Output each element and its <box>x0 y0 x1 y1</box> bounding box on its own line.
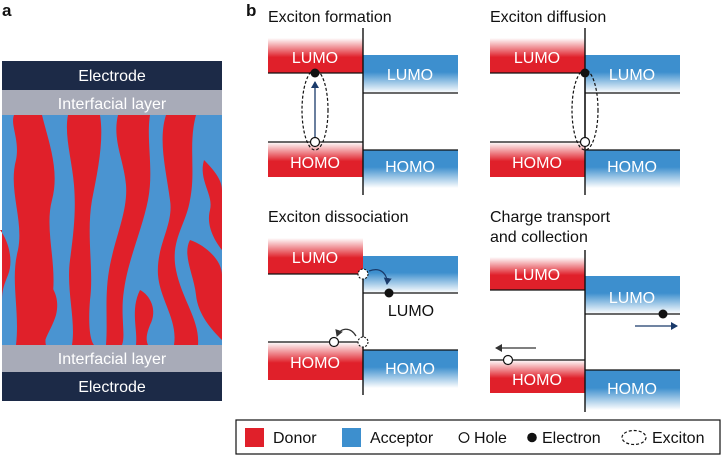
step-title: Exciton dissociation <box>268 209 409 226</box>
donor-domains <box>0 115 222 345</box>
donor-lumo-band <box>268 238 363 274</box>
electron <box>384 288 394 298</box>
donor-domain <box>187 240 222 340</box>
svg-text:LUMO: LUMO <box>514 267 560 284</box>
electron <box>658 309 668 319</box>
top-interfacial-layer <box>2 90 222 115</box>
donor-domain <box>202 160 222 250</box>
svg-text:LUMO: LUMO <box>514 50 560 67</box>
donor-domain <box>157 115 199 345</box>
bottom-interfacial-layer <box>2 345 222 372</box>
svg-text:LUMO: LUMO <box>609 67 655 84</box>
donor-homo-band <box>268 142 363 177</box>
donor-homo-band <box>490 142 585 177</box>
hole <box>328 336 340 348</box>
step-title: Charge transport <box>490 209 611 226</box>
electron-origin <box>357 268 369 280</box>
hole <box>579 136 591 148</box>
svg-text:HOMO: HOMO <box>607 381 657 398</box>
svg-text:Interfacial layer: Interfacial layer <box>58 351 167 368</box>
legend-exciton: Exciton <box>652 430 704 447</box>
hole <box>502 354 514 366</box>
step-exciton-dissociation: Exciton dissociation LUMO LUMO HOMO HOMO <box>268 209 458 395</box>
donor-domain <box>38 280 58 345</box>
electron <box>580 68 590 78</box>
hole-origin <box>357 336 369 348</box>
step-title: Exciton diffusion <box>490 9 606 26</box>
legend-acceptor-swatch <box>342 428 361 447</box>
donor-lumo-band <box>490 38 585 73</box>
legend-electron-icon <box>527 432 537 443</box>
acceptor-lumo-band <box>585 276 680 314</box>
top-electrode <box>2 61 222 90</box>
step-title: Exciton formation <box>268 9 392 26</box>
acceptor-lumo-band <box>363 256 458 293</box>
donor-domain <box>134 290 154 345</box>
acceptor-homo-band <box>585 370 680 410</box>
svg-text:Electrode: Electrode <box>78 68 146 85</box>
legend-electron: Electron <box>542 430 601 447</box>
legend: Donor Acceptor Hole Electron Exciton <box>235 419 721 455</box>
donor-homo-band <box>490 360 585 393</box>
svg-text:HOMO: HOMO <box>385 159 435 176</box>
svg-text:HOMO: HOMO <box>290 355 340 372</box>
donor-lumo-band <box>490 257 585 290</box>
svg-text:Interfacial layer: Interfacial layer <box>58 96 167 113</box>
donor-domain <box>106 115 151 345</box>
legend-box <box>235 419 721 455</box>
panel-a-label: a <box>2 1 12 20</box>
legend-donor-swatch <box>245 428 264 447</box>
legend-hole: Hole <box>474 430 507 447</box>
svg-text:HOMO: HOMO <box>385 361 435 378</box>
donor-homo-band <box>268 342 363 380</box>
donor-domain <box>66 115 102 345</box>
svg-text:HOMO: HOMO <box>290 155 340 172</box>
step-charge-transport: Charge transport and collection LUMO LUM… <box>490 209 680 412</box>
step-title-line2: and collection <box>490 229 588 246</box>
donor-domain <box>0 230 11 300</box>
step-exciton-diffusion: Exciton diffusion LUMO LUMO HOMO HOMO <box>490 9 680 195</box>
legend-hole-icon <box>458 432 470 443</box>
panel-a: a Electrode Interfacial layer Interfacia… <box>0 1 222 401</box>
svg-text:HOMO: HOMO <box>512 155 562 172</box>
legend-donor: Donor <box>273 430 317 447</box>
donor-lumo-band <box>268 38 363 73</box>
svg-text:LUMO: LUMO <box>609 290 655 307</box>
svg-text:LUMO: LUMO <box>387 67 433 84</box>
acceptor-homo-band <box>363 150 458 188</box>
svg-text:HOMO: HOMO <box>512 372 562 389</box>
acceptor-lumo-band <box>585 55 680 93</box>
svg-text:LUMO: LUMO <box>388 303 434 320</box>
legend-exciton-icon <box>621 429 647 446</box>
acceptor-homo-band <box>585 150 680 188</box>
bottom-electrode <box>2 372 222 401</box>
acceptor-lumo-band <box>363 55 458 93</box>
hole <box>309 136 321 148</box>
panel-b-label: b <box>246 1 256 20</box>
legend-acceptor: Acceptor <box>370 430 434 447</box>
svg-text:HOMO: HOMO <box>607 159 657 176</box>
step-exciton-formation: Exciton formation LUMO LUMO HOMO HOMO <box>268 9 458 195</box>
svg-text:LUMO: LUMO <box>292 250 338 267</box>
electron <box>310 68 320 78</box>
svg-text:Electrode: Electrode <box>78 379 146 396</box>
acceptor-homo-band <box>363 350 458 388</box>
svg-text:LUMO: LUMO <box>292 50 338 67</box>
